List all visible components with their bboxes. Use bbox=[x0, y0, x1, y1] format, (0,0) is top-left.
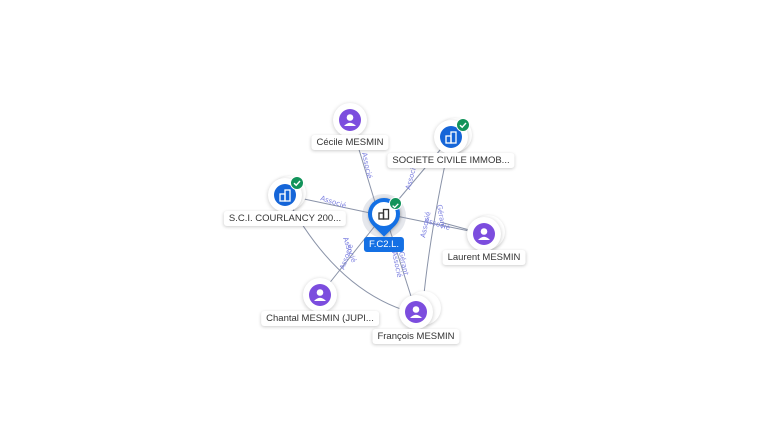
edge-label: Associé bbox=[319, 194, 347, 210]
node-laurent-mesmin[interactable] bbox=[467, 217, 501, 251]
person-icon bbox=[309, 284, 331, 306]
node-label[interactable]: S.C.I. COURLANCY 200... bbox=[223, 211, 347, 226]
node-francois-mesmin[interactable] bbox=[399, 295, 433, 329]
building-icon bbox=[274, 184, 296, 206]
node-label[interactable]: Cécile MESMIN bbox=[311, 135, 389, 150]
verified-check-icon bbox=[456, 118, 470, 132]
node-label[interactable]: SOCIETE CIVILE IMMOB... bbox=[387, 153, 515, 168]
verified-check-icon bbox=[389, 197, 402, 210]
node-label[interactable]: Chantal MESMIN (JUPI... bbox=[261, 311, 379, 326]
person-icon bbox=[339, 109, 361, 131]
node-label[interactable]: Laurent MESMIN bbox=[442, 250, 526, 265]
node-label[interactable]: François MESMIN bbox=[372, 329, 460, 344]
building-icon bbox=[440, 126, 462, 148]
verified-check-icon bbox=[290, 176, 304, 190]
node-sci-courlancy[interactable] bbox=[268, 176, 304, 212]
node-chantal-mesmin[interactable] bbox=[303, 278, 337, 312]
center-node-label[interactable]: F.C2.L. bbox=[363, 237, 405, 252]
edge-label: Associé bbox=[360, 152, 373, 180]
node-societe-civile[interactable] bbox=[434, 118, 470, 154]
person-icon bbox=[473, 223, 495, 245]
person-icon bbox=[405, 301, 427, 323]
node-cecile-mesmin[interactable] bbox=[333, 103, 367, 137]
